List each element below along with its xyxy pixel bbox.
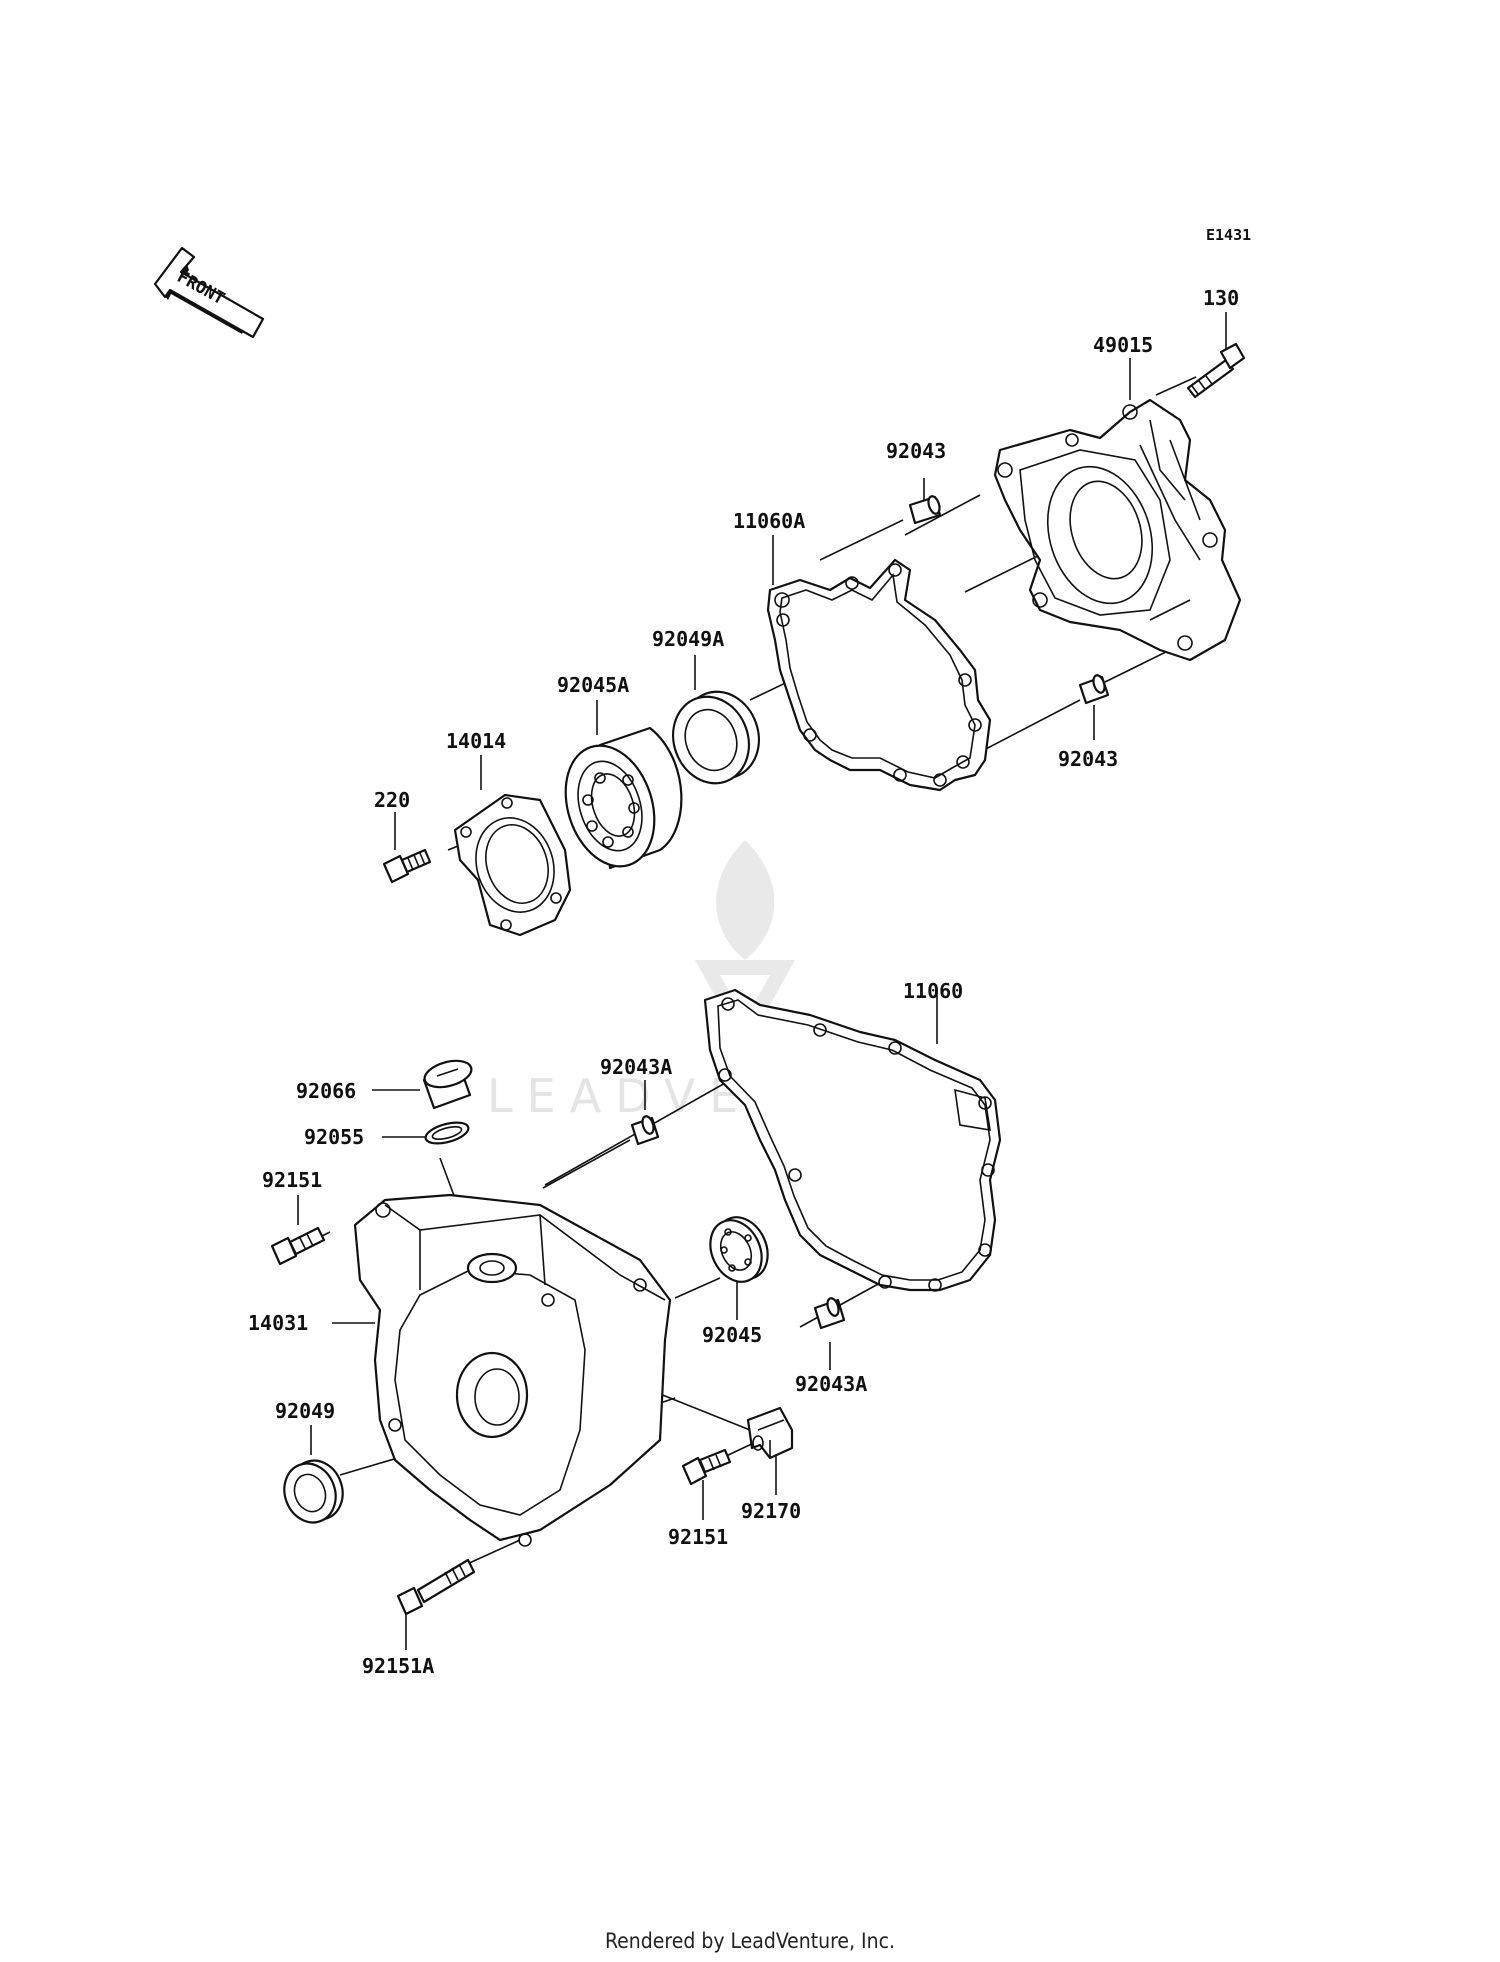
part-label-92043A-lower[interactable]: 92043A — [795, 1372, 867, 1396]
bolt-92151-left — [270, 1226, 326, 1266]
part-label-92043-top[interactable]: 92043 — [886, 439, 946, 463]
part-label-92151-left[interactable]: 92151 — [262, 1168, 322, 1192]
part-label-92045[interactable]: 92045 — [702, 1323, 762, 1347]
diagram-code: E1431 — [1206, 226, 1251, 244]
bolt-92151A — [396, 1558, 476, 1616]
plug-92066 — [422, 1059, 473, 1110]
part-label-92151-lower[interactable]: 92151 — [668, 1525, 728, 1549]
o-ring-92055 — [424, 1121, 470, 1145]
part-label-92055[interactable]: 92055 — [304, 1125, 364, 1149]
bolt-92151-lower — [681, 1448, 732, 1486]
part-label-92066[interactable]: 92066 — [296, 1079, 356, 1103]
part-label-92151A[interactable]: 92151A — [362, 1654, 434, 1678]
part-label-220[interactable]: 220 — [374, 788, 410, 812]
part-label-11060A[interactable]: 11060A — [733, 509, 805, 533]
part-label-92049A[interactable]: 92049A — [652, 627, 724, 651]
cover-49015 — [993, 398, 1242, 662]
part-label-92043-right[interactable]: 92043 — [1058, 747, 1118, 771]
case-cover-14031 — [353, 1193, 672, 1547]
gasket-11060A — [766, 558, 992, 792]
part-label-92045A[interactable]: 92045A — [557, 673, 629, 697]
footer-credit: Rendered by LeadVenture, Inc. — [605, 1929, 895, 1953]
plate-14014 — [453, 793, 572, 937]
part-label-130[interactable]: 130 — [1203, 286, 1239, 310]
screw-220 — [382, 848, 432, 884]
part-label-92043A-upper[interactable]: 92043A — [600, 1055, 672, 1079]
dowel-pin-92043A-lower — [813, 1297, 846, 1330]
oil-seal-92049A — [672, 690, 760, 785]
dowel-pin-92043A-upper — [630, 1115, 660, 1146]
part-label-11060[interactable]: 11060 — [903, 979, 963, 1003]
front-arrow-icon: FRONT — [153, 246, 265, 339]
dowel-pin-92043-right — [1078, 674, 1110, 705]
bearing-92045A — [564, 726, 683, 870]
bolt-130 — [1186, 342, 1246, 399]
oil-seal-92049 — [283, 1459, 344, 1524]
part-label-14014[interactable]: 14014 — [446, 729, 506, 753]
part-label-92049[interactable]: 92049 — [275, 1399, 335, 1423]
part-labels: 130 49015 92043 11060A 92049A 92045A 140… — [248, 286, 1239, 1678]
dowel-pin-92043-top — [908, 495, 942, 525]
part-label-92170[interactable]: 92170 — [741, 1499, 801, 1523]
bearing-92045 — [709, 1216, 769, 1283]
clamp-92170 — [746, 1406, 794, 1460]
part-label-14031[interactable]: 14031 — [248, 1311, 308, 1335]
part-label-49015[interactable]: 49015 — [1093, 333, 1153, 357]
gasket-11060 — [703, 988, 1002, 1292]
